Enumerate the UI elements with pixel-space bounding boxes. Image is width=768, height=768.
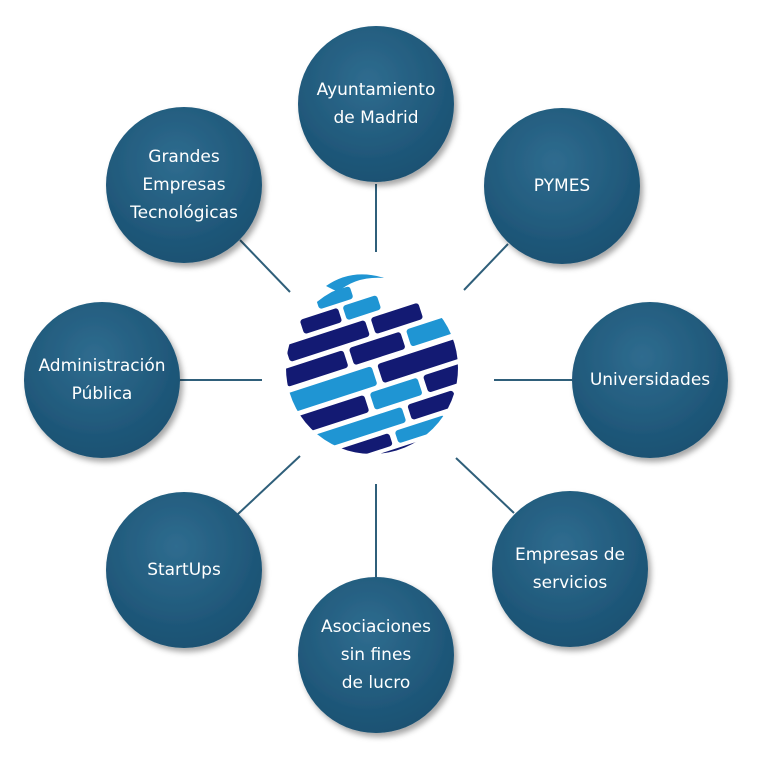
connector-grandes-empresas [239, 239, 291, 293]
node-startups: StartUps [106, 492, 262, 648]
node-circle-asociaciones [298, 577, 454, 733]
connector-empresas-servicios [455, 457, 515, 514]
node-label-administracion-1: Administración [38, 356, 165, 376]
connector-pymes [463, 243, 509, 291]
node-label-asociaciones-3: de lucro [342, 673, 411, 693]
node-universidades: Universidades [572, 302, 728, 458]
node-label-administracion-2: Pública [72, 384, 133, 404]
node-label-universidades-1: Universidades [590, 370, 710, 390]
node-label-grandes-empresas-3: Tecnológicas [129, 203, 238, 223]
node-label-empresas-servicios-1: Empresas de [515, 545, 625, 565]
node-circle-administracion [24, 302, 180, 458]
node-label-pymes-1: PYMES [534, 176, 590, 196]
node-label-ayuntamiento-2: de Madrid [333, 108, 418, 128]
node-empresas-servicios: Empresas de servicios [492, 491, 648, 647]
node-circle-ayuntamiento [298, 26, 454, 182]
node-label-startups-1: StartUps [147, 560, 221, 580]
node-ayuntamiento: Ayuntamiento de Madrid [298, 26, 454, 182]
node-circle-grandes-empresas [106, 107, 262, 263]
node-circle-empresas-servicios [492, 491, 648, 647]
node-circle-startups [106, 492, 262, 648]
node-label-asociaciones-1: Asociaciones [321, 617, 431, 637]
node-circle-pymes [484, 108, 640, 264]
node-label-empresas-servicios-2: servicios [533, 573, 608, 593]
node-pymes: PYMES [484, 108, 640, 264]
node-label-grandes-empresas-2: Empresas [142, 175, 225, 195]
node-label-grandes-empresas-1: Grandes [148, 147, 220, 167]
striped-globe-icon [286, 274, 458, 454]
node-label-asociaciones-2: sin fines [341, 645, 412, 665]
connector-startups [237, 455, 301, 515]
node-label-ayuntamiento-1: Ayuntamiento [317, 80, 436, 100]
node-circle-universidades [572, 302, 728, 458]
node-asociaciones: Asociaciones sin fines de lucro [298, 577, 454, 733]
connector-lines [180, 184, 572, 577]
